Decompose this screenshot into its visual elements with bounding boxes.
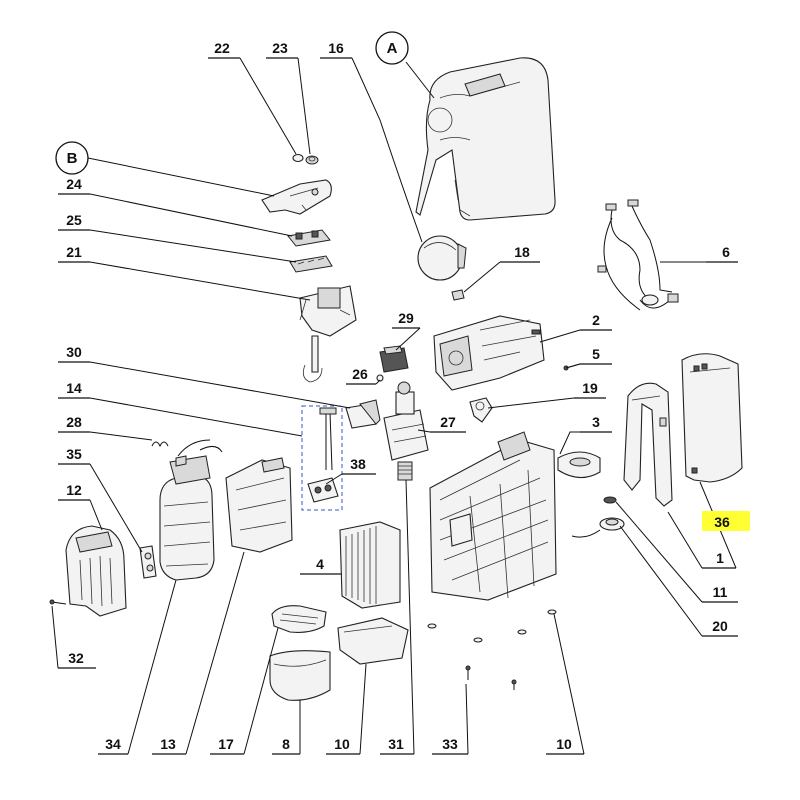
part-32-screw xyxy=(49,599,67,605)
label-29: 29 xyxy=(398,310,414,326)
label-32: 32 xyxy=(68,650,84,666)
part-30-seal xyxy=(345,399,381,429)
label-5: 5 xyxy=(592,346,600,362)
label-11: 11 xyxy=(713,584,728,600)
label-26: 26 xyxy=(352,366,368,382)
label-1: 1 xyxy=(716,550,724,566)
label-12: 12 xyxy=(66,482,82,498)
label-27: 27 xyxy=(440,414,456,430)
label-25: 25 xyxy=(66,212,82,228)
label-18: 18 xyxy=(514,244,530,260)
part-24-bracket xyxy=(287,229,331,247)
label-20: 20 xyxy=(712,618,728,634)
label-28: 28 xyxy=(66,414,82,430)
part-35-bracket xyxy=(139,545,157,579)
label-10: 10 xyxy=(556,736,572,752)
part-2-brew-group xyxy=(433,315,545,391)
label-31: 31 xyxy=(388,736,404,752)
label-30: 30 xyxy=(66,344,82,360)
callout-a: A xyxy=(375,31,409,65)
label-8: 8 xyxy=(282,736,290,752)
part-23-cap xyxy=(305,155,319,165)
label-22: 22 xyxy=(214,40,230,56)
part-29-block xyxy=(379,345,409,373)
callout-b: B xyxy=(55,141,89,175)
label-17: 17 xyxy=(218,736,234,752)
label-4: 4 xyxy=(316,556,324,572)
part-20-float xyxy=(571,517,625,538)
part-36-rear-panel xyxy=(681,353,743,483)
label-6: 6 xyxy=(722,244,730,260)
label-34: 34 xyxy=(105,736,121,752)
part-8-drip-tray xyxy=(269,650,331,701)
part-a-top-cover xyxy=(415,57,556,221)
part-38-group xyxy=(301,405,343,511)
label-2: 2 xyxy=(592,312,600,328)
part-number-labels: 22 23 16 24 25 21 18 6 29 2 5 30 26 14 1… xyxy=(66,40,730,752)
part-21-valve-assembly xyxy=(299,285,357,383)
part-1-side-frame xyxy=(623,382,673,507)
label-38: 38 xyxy=(350,456,366,472)
label-21: 21 xyxy=(66,244,82,260)
label-35: 35 xyxy=(66,446,82,462)
part-3-plate xyxy=(557,451,601,479)
part-10-feet xyxy=(427,609,557,643)
label-16: 16 xyxy=(328,40,344,56)
part-12-drip-cover xyxy=(65,525,127,617)
label-3: 3 xyxy=(592,414,600,430)
callout-a-label: A xyxy=(387,40,398,57)
callout-b-label: B xyxy=(67,150,78,167)
part-25-connector xyxy=(289,255,333,273)
highlight-36 xyxy=(702,511,750,531)
part-11-ring xyxy=(603,496,617,504)
label-9: 10 xyxy=(334,736,350,752)
label-14: 14 xyxy=(66,380,82,396)
part-18-clip xyxy=(451,289,465,301)
part-13-frame xyxy=(225,457,293,553)
part-19-nozzle xyxy=(469,397,493,423)
label-13: 13 xyxy=(160,736,176,752)
label-33: 33 xyxy=(442,736,458,752)
part-6-wire-harness xyxy=(597,199,679,311)
part-33-screws xyxy=(465,665,517,690)
label-23: 23 xyxy=(272,40,288,56)
part-17-drip-grid xyxy=(271,605,327,633)
part-27-pump xyxy=(383,381,429,461)
label-36: 36 xyxy=(714,514,730,530)
part-34-boiler xyxy=(159,439,223,581)
part-9-container xyxy=(337,617,409,665)
label-24: 24 xyxy=(66,176,82,192)
label-19: 19 xyxy=(582,380,598,396)
part-b-cover xyxy=(261,179,332,215)
leader-lines xyxy=(51,57,738,755)
part-22-cap xyxy=(292,153,304,163)
part-26-ring xyxy=(376,374,384,382)
part-4-grille xyxy=(339,521,401,609)
part-31-spring xyxy=(397,461,413,481)
part-16-knob xyxy=(417,235,467,281)
part-28-clip xyxy=(151,441,169,448)
part-chassis xyxy=(429,431,557,601)
